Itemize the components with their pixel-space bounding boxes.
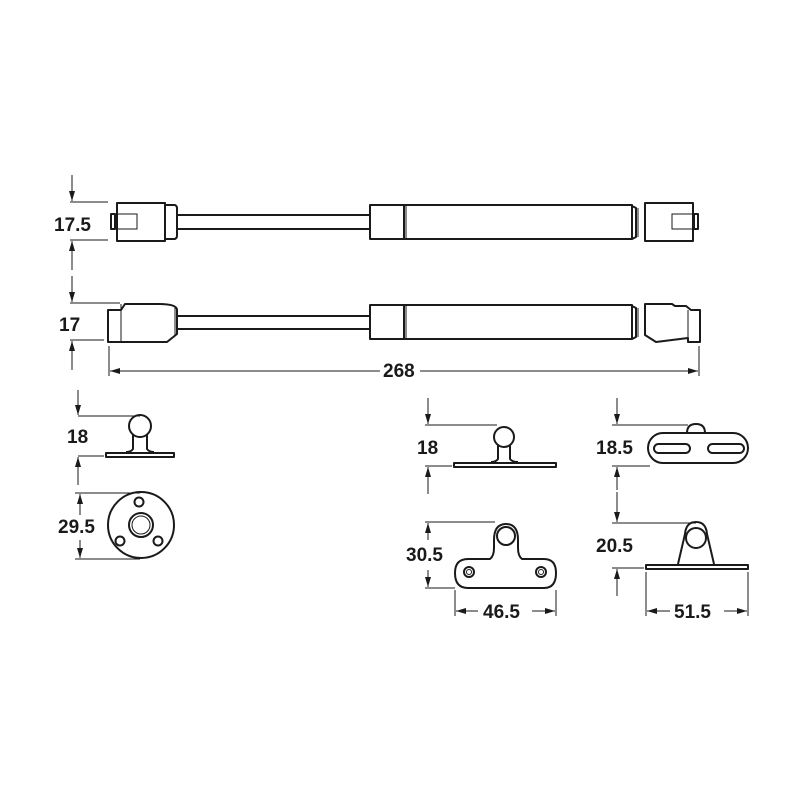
dim-label-ball-stud-flat-height: 18 [416, 438, 440, 459]
flat-bracket-top [425, 521, 557, 616]
strut-dimension-lines [69, 175, 700, 376]
dim-label-flat-bracket-width: 46.5 [482, 602, 521, 623]
dim-label-ball-stud-round-height: 18 [66, 427, 90, 448]
ball-stud-flat-side [425, 398, 557, 494]
dim-label-round-base-diameter: 29.5 [57, 517, 96, 538]
strut-a [110, 202, 699, 242]
eye-bracket-side [612, 492, 749, 616]
dim-label-strut-b-height: 17 [58, 315, 82, 336]
dim-label-strut-length: 268 [382, 361, 416, 382]
dim-label-eye-bracket-width: 51.5 [673, 602, 712, 623]
slotted-plate-top [612, 398, 749, 490]
round-base-top [75, 491, 175, 560]
dim-label-slotted-plate-height: 18.5 [595, 438, 634, 459]
strut-b [107, 303, 701, 343]
dim-label-flat-bracket-height: 30.5 [405, 545, 444, 566]
dim-label-eye-bracket-height: 20.5 [595, 536, 634, 557]
ball-stud-round-side [75, 390, 175, 485]
dim-label-strut-a-height: 17.5 [53, 215, 92, 236]
